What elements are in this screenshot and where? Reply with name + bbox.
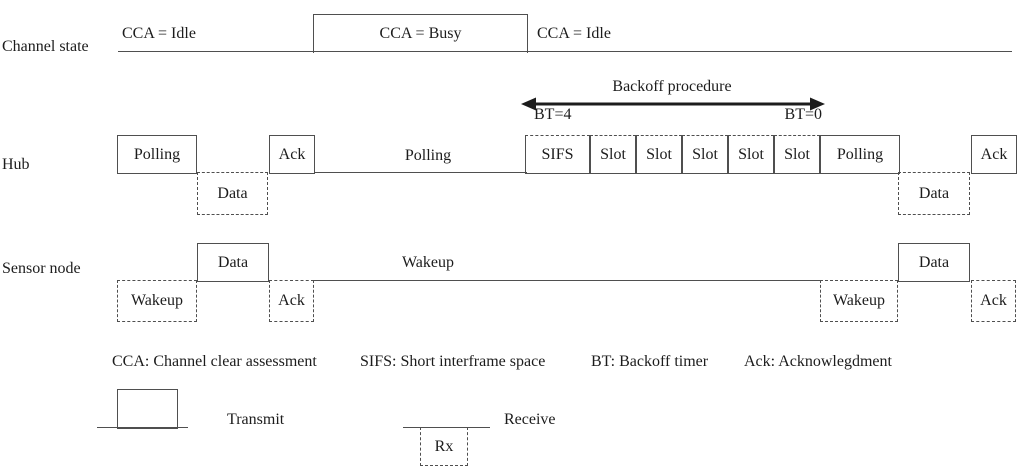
receive-legend-label: Receive (504, 411, 556, 428)
cca-idle-left-label: CCA = Idle (122, 25, 196, 42)
hub-data-rx-box-1: Data (197, 172, 268, 215)
abbrev-bt: BT: Backoff timer (591, 353, 709, 370)
hub-slot-box-4: Slot (728, 135, 774, 174)
hub-polling-box-1: Polling (117, 135, 197, 174)
hub-data-rx-box-2: Data (898, 172, 970, 215)
hub-polling-text: Polling (404, 147, 452, 164)
bt-start-label: BT=4 (534, 106, 572, 123)
sensor-wakeup-rx-box-2: Wakeup (820, 280, 898, 322)
abbrev-cca: CCA: Channel clear assessment (112, 353, 317, 370)
sensor-node-row-label: Sensor node (2, 260, 81, 277)
receive-legend-rx-box: Rx (420, 427, 468, 466)
cca-idle-right-label: CCA = Idle (537, 25, 611, 42)
bt-end-label: BT=0 (784, 106, 822, 123)
cca-busy-label: CCA = Busy (379, 25, 462, 42)
sensor-ack-rx-box-2: Ack (971, 280, 1016, 322)
hub-ack-box-1: Ack (269, 135, 315, 174)
channel-timeline (118, 51, 1012, 52)
hub-slot-box-3: Slot (682, 135, 728, 174)
sensor-data-box-1: Data (197, 243, 269, 282)
sensor-data-box-2: Data (898, 243, 970, 282)
hub-slot-box-5: Slot (774, 135, 820, 174)
sensor-timeline-segment (314, 280, 820, 281)
hub-timeline-segment (315, 172, 527, 173)
hub-polling-box-2: Polling (820, 135, 900, 174)
abbrev-ack: Ack: Acknowlegdment (744, 353, 892, 370)
cca-busy-pulse: CCA = Busy (313, 14, 528, 53)
hub-slot-box-2: Slot (636, 135, 682, 174)
sensor-wakeup-text: Wakeup (401, 254, 455, 271)
hub-row-label: Hub (2, 156, 30, 173)
abbrev-sifs: SIFS: Short interframe space (360, 353, 546, 370)
sensor-wakeup-rx-box-1: Wakeup (117, 280, 197, 322)
transmit-legend-baseline (97, 427, 188, 428)
hub-sifs-box: SIFS (525, 135, 590, 174)
arrowhead-right (810, 97, 825, 111)
backoff-range-arrow (521, 97, 825, 111)
transmit-legend-pulse (117, 389, 178, 429)
backoff-procedure-title: Backoff procedure (612, 78, 732, 95)
channel-state-row-label: Channel state (2, 38, 89, 55)
sensor-ack-rx-box-1: Ack (269, 280, 314, 322)
arrowhead-left (521, 97, 536, 111)
hub-slot-box-1: Slot (590, 135, 636, 174)
hub-ack-box-2: Ack (971, 135, 1017, 174)
transmit-legend-label: Transmit (227, 411, 285, 428)
